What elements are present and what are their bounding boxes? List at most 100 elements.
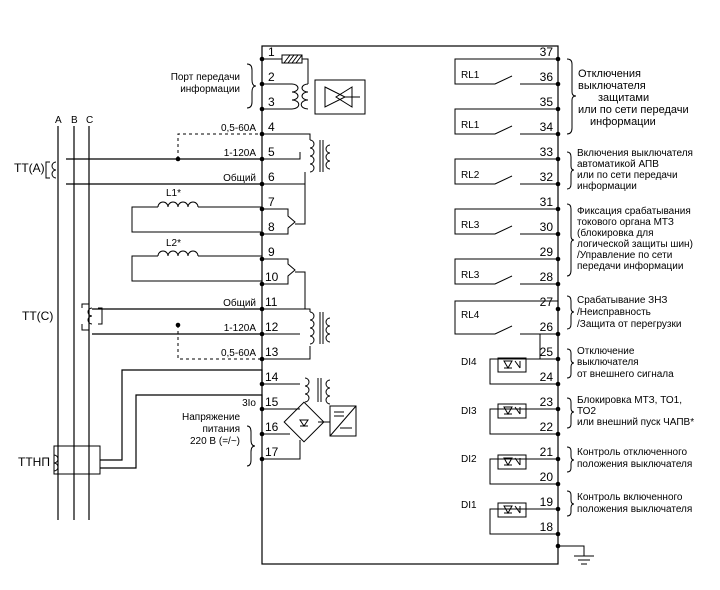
ttnp-label: ТТНП bbox=[18, 455, 50, 469]
terminal-36-number: 36 bbox=[540, 70, 554, 84]
brace-rl4 bbox=[566, 295, 575, 330]
terminal-24-number: 24 bbox=[540, 370, 554, 384]
rl1-desc-line5: информации bbox=[590, 116, 656, 128]
tt-a-coil bbox=[51, 161, 57, 179]
phase-c-label: C bbox=[86, 115, 93, 126]
di4-name: DI4 bbox=[461, 357, 477, 368]
terminal-12-label: 1-120А bbox=[224, 323, 257, 334]
terminal-32-number: 32 bbox=[540, 170, 554, 184]
rl2-desc-line3: или по сети передачи bbox=[577, 170, 678, 181]
terminal-16-number: 16 bbox=[265, 420, 279, 434]
di1-name: DI1 bbox=[461, 500, 477, 511]
terminal-20-number: 20 bbox=[540, 470, 554, 484]
terminal-4-label: 0,5-60А bbox=[221, 123, 256, 134]
rl1-desc-line2: выключателя bbox=[578, 80, 646, 92]
tt-c-transformer: ТТ(С) bbox=[22, 303, 262, 360]
port-label-line2: информации bbox=[180, 83, 240, 95]
terminal-21-number: 21 bbox=[540, 445, 554, 459]
terminal-34-number: 34 bbox=[540, 120, 554, 134]
relay-rl2-name: RL2 bbox=[461, 170, 480, 181]
terminal-6-label: Общий bbox=[223, 172, 256, 184]
supply-label-line3: 220 В (=/~) bbox=[190, 436, 240, 447]
ttnp-wire-14 bbox=[100, 369, 263, 461]
inductor-l2-coil bbox=[157, 250, 199, 257]
tt-a-label: ТТ(А) bbox=[14, 161, 45, 175]
terminal-23: 23 bbox=[540, 395, 561, 412]
terminal-30-number: 30 bbox=[540, 220, 554, 234]
terminal-11-number: 11 bbox=[265, 295, 278, 309]
rl3-desc-line1: Фиксация срабатывания bbox=[577, 205, 691, 217]
brace-di4 bbox=[566, 348, 575, 379]
terminal-31-number: 31 bbox=[540, 195, 554, 209]
terminal-10-number: 10 bbox=[265, 270, 279, 284]
rl3-desc-line4: логической защиты шин) bbox=[577, 239, 693, 250]
terminal-7-number: 7 bbox=[268, 195, 275, 209]
rl2-desc-line1: Включения выключателя bbox=[577, 148, 693, 159]
terminal-35: 35 bbox=[540, 95, 561, 112]
rl1-desc-line1: Отключения bbox=[578, 68, 641, 80]
di4-optocoupler bbox=[497, 357, 527, 373]
rl2-desc-line4: информации bbox=[577, 180, 637, 192]
di4-desc-line2: выключателя bbox=[577, 357, 639, 368]
input-di2: DI2 bbox=[461, 454, 558, 485]
tt-c-label: ТТ(С) bbox=[22, 309, 53, 323]
ttnp-wire-15 bbox=[100, 394, 263, 469]
brace-di2 bbox=[566, 446, 575, 473]
relay-descriptions: Отключения выключателя защитами или по с… bbox=[566, 58, 693, 330]
terminal-21: 21 bbox=[540, 445, 561, 462]
terminal-23-number: 23 bbox=[540, 395, 554, 409]
terminal-5-label: 1-120А bbox=[224, 148, 257, 159]
port-coil-left bbox=[291, 83, 300, 110]
terminal-28: 28 bbox=[540, 270, 561, 287]
terminal-22-number: 22 bbox=[540, 420, 554, 434]
tt-a-transformer: ТТ(А) bbox=[14, 133, 262, 185]
terminal-26-number: 26 bbox=[540, 320, 554, 334]
terminal-5-number: 5 bbox=[268, 145, 275, 159]
terminal-28-number: 28 bbox=[540, 270, 554, 284]
terminal-13-number: 13 bbox=[265, 345, 279, 359]
terminal-1-number: 1 bbox=[268, 45, 275, 59]
terminal-14-number: 14 bbox=[265, 370, 279, 384]
right-terminal-strip: 37 36 35 34 33 32 31 30 29 28 27 26 25 2… bbox=[540, 45, 561, 537]
rl1-desc-line3: защитами bbox=[598, 92, 649, 104]
di2-desc-line2: положения выключателя bbox=[577, 459, 692, 470]
terminal-35-number: 35 bbox=[540, 95, 554, 109]
device-housing bbox=[261, 45, 559, 565]
terminal-9-number: 9 bbox=[268, 245, 275, 259]
phase-buses: A B C bbox=[55, 115, 93, 520]
port-driver-triangle bbox=[324, 86, 347, 108]
relay-rl1-a: RL1 bbox=[454, 58, 558, 85]
terminal-6-number: 6 bbox=[268, 170, 275, 184]
terminal-33-number: 33 bbox=[540, 145, 554, 159]
di2-desc-line1: Контроль отключенного bbox=[577, 447, 688, 458]
rl4-desc-line2: /Неисправность bbox=[577, 307, 651, 318]
terminal-27: 27 bbox=[540, 295, 561, 312]
terminal-29-number: 29 bbox=[540, 245, 554, 259]
brace-rl3 bbox=[566, 203, 575, 277]
ttnp-transformer: ТТНП bbox=[18, 369, 263, 475]
terminal-19-number: 19 bbox=[540, 495, 554, 509]
inductor-l1: L1* bbox=[131, 184, 306, 235]
terminal-12: 12 1-120А bbox=[224, 320, 279, 337]
relay-rl1-a-name: RL1 bbox=[461, 70, 480, 81]
port-driver-box bbox=[314, 79, 366, 115]
input-di1: DI1 bbox=[461, 500, 558, 535]
terminal-4-number: 4 bbox=[268, 120, 275, 134]
di1-optocoupler bbox=[497, 502, 527, 518]
di4-desc-line1: Отключение bbox=[577, 346, 635, 357]
supply-brace bbox=[246, 425, 256, 467]
di3-desc-line3: или внешний пуск ЧАПВ* bbox=[577, 417, 694, 428]
terminal-18-number: 18 bbox=[540, 520, 554, 534]
supply-label-line1: Напряжение bbox=[182, 412, 240, 423]
terminal-18: 18 bbox=[540, 520, 561, 537]
ground-icon bbox=[555, 543, 594, 565]
terminal-3-number: 3 bbox=[268, 95, 275, 109]
terminal-12-number: 12 bbox=[265, 320, 279, 334]
supply-label-line2: питания bbox=[202, 424, 240, 435]
relay-rl3-b-name: RL3 bbox=[461, 270, 480, 281]
input-di3: DI3 bbox=[461, 403, 558, 435]
